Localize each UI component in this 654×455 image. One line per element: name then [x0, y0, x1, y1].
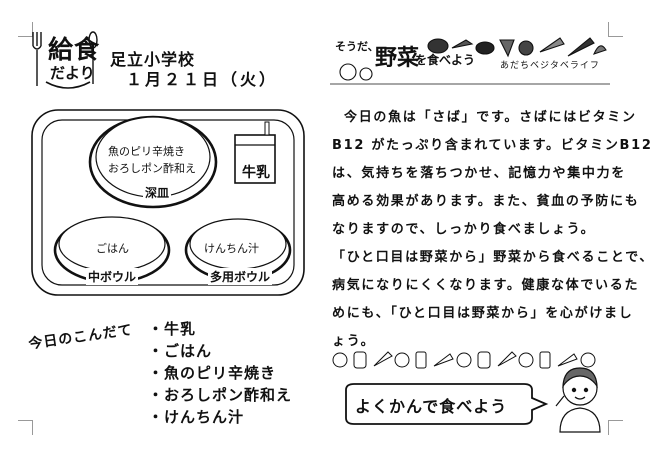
- column-line: ょう。: [332, 334, 376, 349]
- main-plate-item-2: おろしポン酢和え: [108, 162, 196, 175]
- column-line: めにも、「ひと口目は野菜から」を心がけまし: [332, 306, 634, 321]
- column-brand: あだちベジタベライフ: [500, 61, 600, 71]
- column-title: 野菜: [375, 46, 420, 71]
- crop-mark-top-right: [608, 22, 623, 37]
- menu-item: ごはん: [148, 340, 292, 362]
- menu-item: おろしポン酢和え: [148, 384, 292, 406]
- menu-title: 今日のこんだて: [28, 318, 138, 358]
- nutritionist-icon: [555, 367, 601, 433]
- column-title-suffix: を食べよう: [415, 53, 476, 67]
- tray-illustration: [30, 100, 310, 300]
- column-line: 「ひと口目は野菜から」野菜から食べることで、: [332, 250, 654, 265]
- logo-subtitle: だより: [50, 64, 95, 82]
- milk-label: 牛乳: [242, 165, 270, 181]
- vegetables-decoration: [330, 37, 610, 85]
- soup-bowl-name: 多用ボウル: [208, 268, 273, 285]
- menu-item: 牛乳: [148, 318, 292, 340]
- lunch-logo: [28, 24, 98, 94]
- milk-carton: [234, 134, 276, 184]
- lunch-date: １月２１日（火）: [126, 70, 279, 89]
- column-line: 今日の魚は「さば」です。さばにはビタミン: [344, 110, 637, 125]
- column-title-prefix: そうだ、: [335, 40, 379, 53]
- school-name: 足立小学校: [110, 50, 196, 69]
- menu-item: けんちん汁: [148, 406, 292, 428]
- column-line: は、気持ちを落ちつかせ、記憶力や集中力を: [332, 166, 627, 181]
- crop-mark-top-left: [18, 22, 33, 37]
- column-line: B12 がたっぷり含まれています。ビタミンB12: [332, 138, 653, 153]
- rice-label: ごはん: [96, 242, 129, 255]
- main-plate-item-1: 魚のピリ辛焼き: [108, 145, 185, 158]
- column-line: 病気になりにくくなります。健康な体でいるた: [332, 278, 640, 293]
- soup-label: けんちん汁: [204, 242, 259, 255]
- menu-item: 魚のピリ辛焼き: [148, 362, 292, 384]
- rice-bowl-name: 中ボウル: [86, 268, 139, 285]
- crop-mark-bottom-left: [18, 420, 33, 435]
- character-illustration: [550, 362, 610, 433]
- menu-title-text: 今日のこんだて: [27, 322, 134, 353]
- column-line: 高める効果があります。また、貧血の予防にも: [332, 194, 640, 209]
- fork-spoon-icon: [32, 31, 98, 89]
- slogan-bubble: [340, 382, 550, 428]
- menu-list: 牛乳 ごはん 魚のピリ辛焼き おろしポン酢和え けんちん汁: [148, 318, 292, 428]
- slogan-text: よくかんで食べよう: [355, 397, 508, 416]
- vegetable-row-decoration: [332, 351, 596, 369]
- crop-mark-bottom-right: [608, 420, 623, 435]
- logo-title: 給食: [48, 35, 101, 64]
- main-plate-name: 深皿: [143, 184, 172, 201]
- vegetable-banner: [330, 32, 610, 88]
- vegetable-divider: [330, 346, 610, 372]
- column-line: なりますので、しっかり食べましょう。: [332, 222, 596, 237]
